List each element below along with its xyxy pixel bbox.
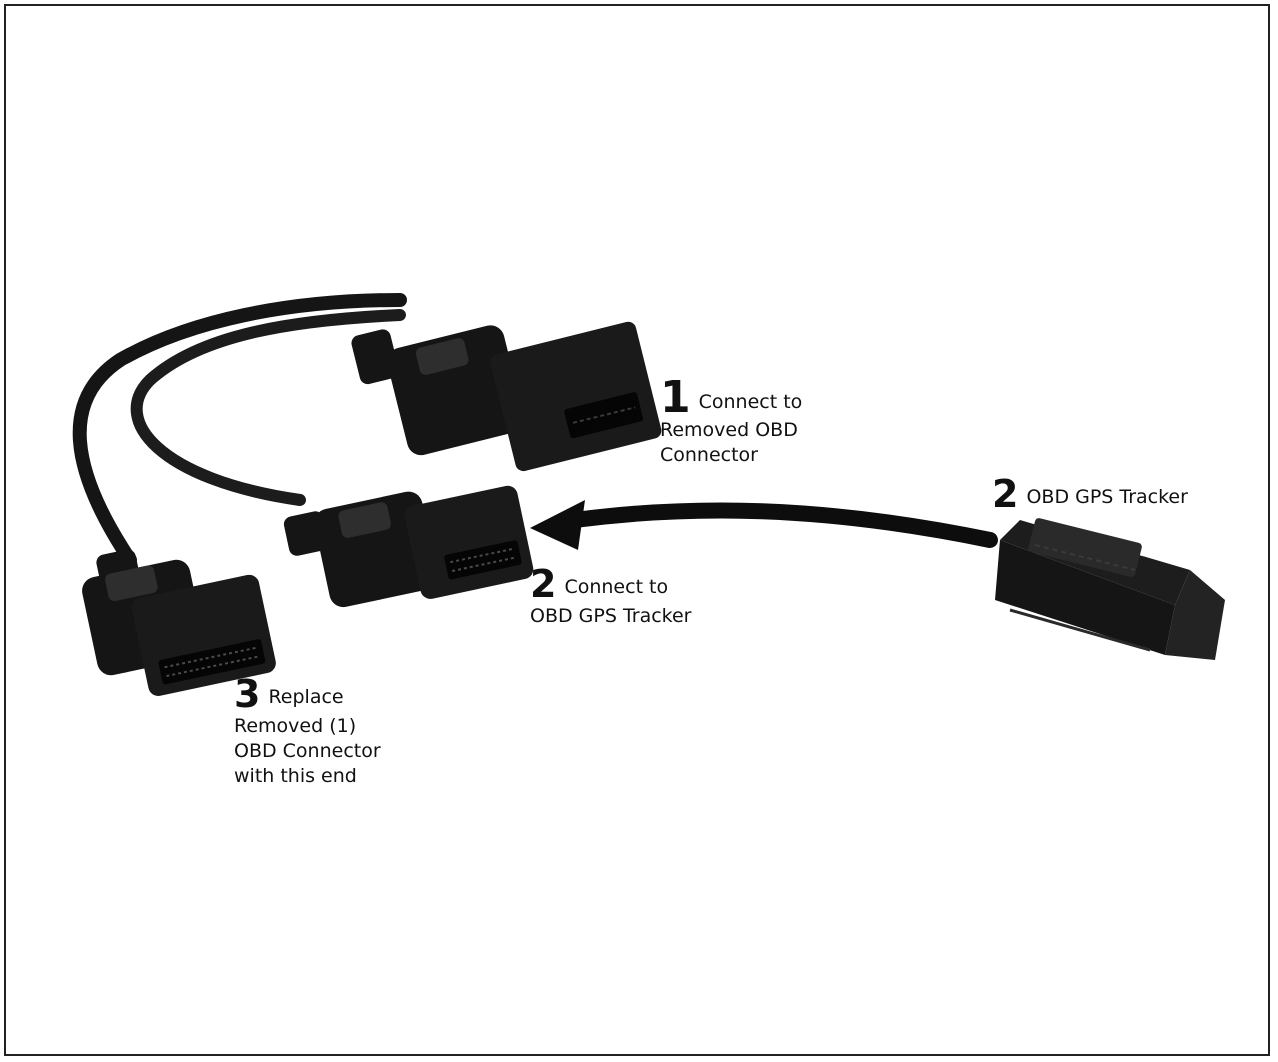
step2-port-label: 2 Connect to OBD GPS Tracker <box>530 564 691 629</box>
step3-label: 3 Replace Removed (1) OBD Connector with … <box>234 674 381 789</box>
step2-device-line1: OBD GPS Tracker <box>1026 486 1188 508</box>
step2-port-line2: OBD GPS Tracker <box>530 605 692 627</box>
arrow-head <box>530 500 585 550</box>
step2-device-number: 2 <box>992 472 1019 516</box>
connector-1-male <box>351 321 662 472</box>
connector-3-female <box>82 549 276 696</box>
step2-device-label: 2 OBD GPS Tracker <box>992 474 1188 514</box>
step3-line1: Replace <box>268 686 344 708</box>
step3-number: 3 <box>234 672 261 716</box>
gps-tracker-device <box>995 518 1225 660</box>
step1-number: 1 <box>660 372 691 423</box>
arrow-shaft <box>567 502 998 548</box>
diagram-frame <box>4 4 1270 1056</box>
step3-line4: with this end <box>234 765 357 787</box>
step1-line3: Connector <box>660 444 758 466</box>
cable-to-end-3 <box>72 293 407 567</box>
step2-port-line1: Connect to <box>564 576 669 598</box>
step3-line3: OBD Connector <box>234 740 381 762</box>
step2-port-number: 2 <box>530 562 557 606</box>
step1-line2: Removed OBD <box>660 419 798 441</box>
connector-2-female <box>283 485 534 608</box>
step3-line2: Removed (1) <box>234 715 357 737</box>
cable-to-end-2 <box>130 309 406 506</box>
step1-line1: Connect to <box>698 391 803 413</box>
